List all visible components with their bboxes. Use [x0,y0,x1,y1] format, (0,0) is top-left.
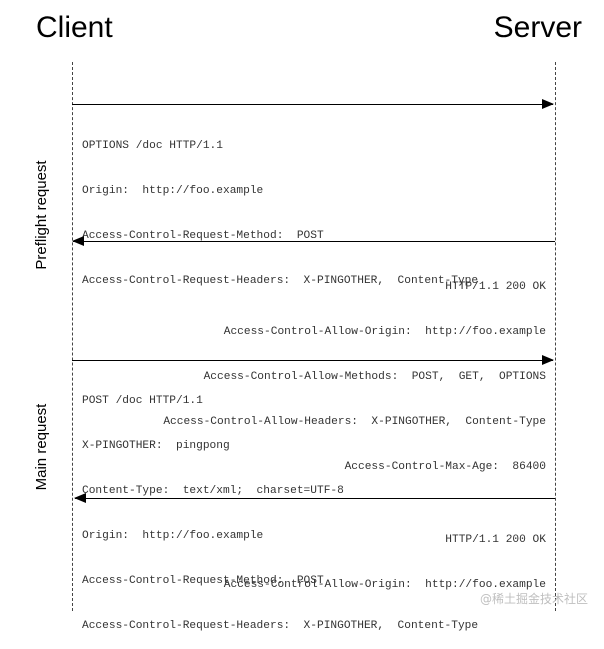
preflight-response-arrow [72,236,555,246]
message-line: Access-Control-Request-Method: POST [82,575,324,587]
message-line: Access-Control-Allow-Origin: http://foo.… [223,326,546,338]
preflight-request-arrow [72,99,554,109]
preflight-response-message: HTTP/1.1 200 OK Access-Control-Allow-Ori… [163,250,546,490]
preflight-request-label: Preflight request [33,160,50,270]
message-line: Access-Control-Request-Headers: X-PINGOT… [82,275,479,287]
message-line: Access-Control-Max-Age: 86400 [344,461,546,473]
server-lifeline [555,62,556,611]
client-title: Client [36,11,113,44]
message-line: Origin: http://foo.example [82,530,264,542]
message-line: Access-Control-Request-Method: POST [82,230,324,242]
watermark: @稀土掘金技术社区 [479,592,588,606]
client-lifeline [72,62,73,611]
arrowhead-left-icon [72,236,84,246]
message-line: X-PINGOTHER: pingpong [82,440,230,452]
message-line: Access-Control-Allow-Origin: http://foo.… [223,579,546,591]
message-line: Access-Control-Allow-Headers: X-PINGOTHE… [163,416,546,428]
arrowhead-left-icon [74,493,86,503]
message-line: HTTP/1.1 200 OK [445,534,546,546]
message-line: Access-Control-Request-Headers: X-PINGOT… [82,620,479,632]
message-line: Origin: http://foo.example [82,185,264,197]
main-response-arrow [74,493,555,503]
message-line: POST /doc HTTP/1.1 [82,395,203,407]
message-line: HTTP/1.1 200 OK [445,281,546,293]
message-line: OPTIONS /doc HTTP/1.1 [82,140,223,152]
main-request-arrow [72,355,554,365]
message-line: Content-Type: text/xml; charset=UTF-8 [82,485,344,497]
preflight-request-message: OPTIONS /doc HTTP/1.1 Origin: http://foo… [82,109,478,304]
arrowhead-right-icon [542,355,554,365]
server-title: Server [493,11,582,44]
main-request-label: Main request [33,403,50,491]
main-response-message: HTTP/1.1 200 OK Access-Control-Allow-Ori… [224,503,546,608]
arrowhead-right-icon [542,99,554,109]
message-line: Access-Control-Allow-Methods: POST, GET,… [203,371,546,383]
